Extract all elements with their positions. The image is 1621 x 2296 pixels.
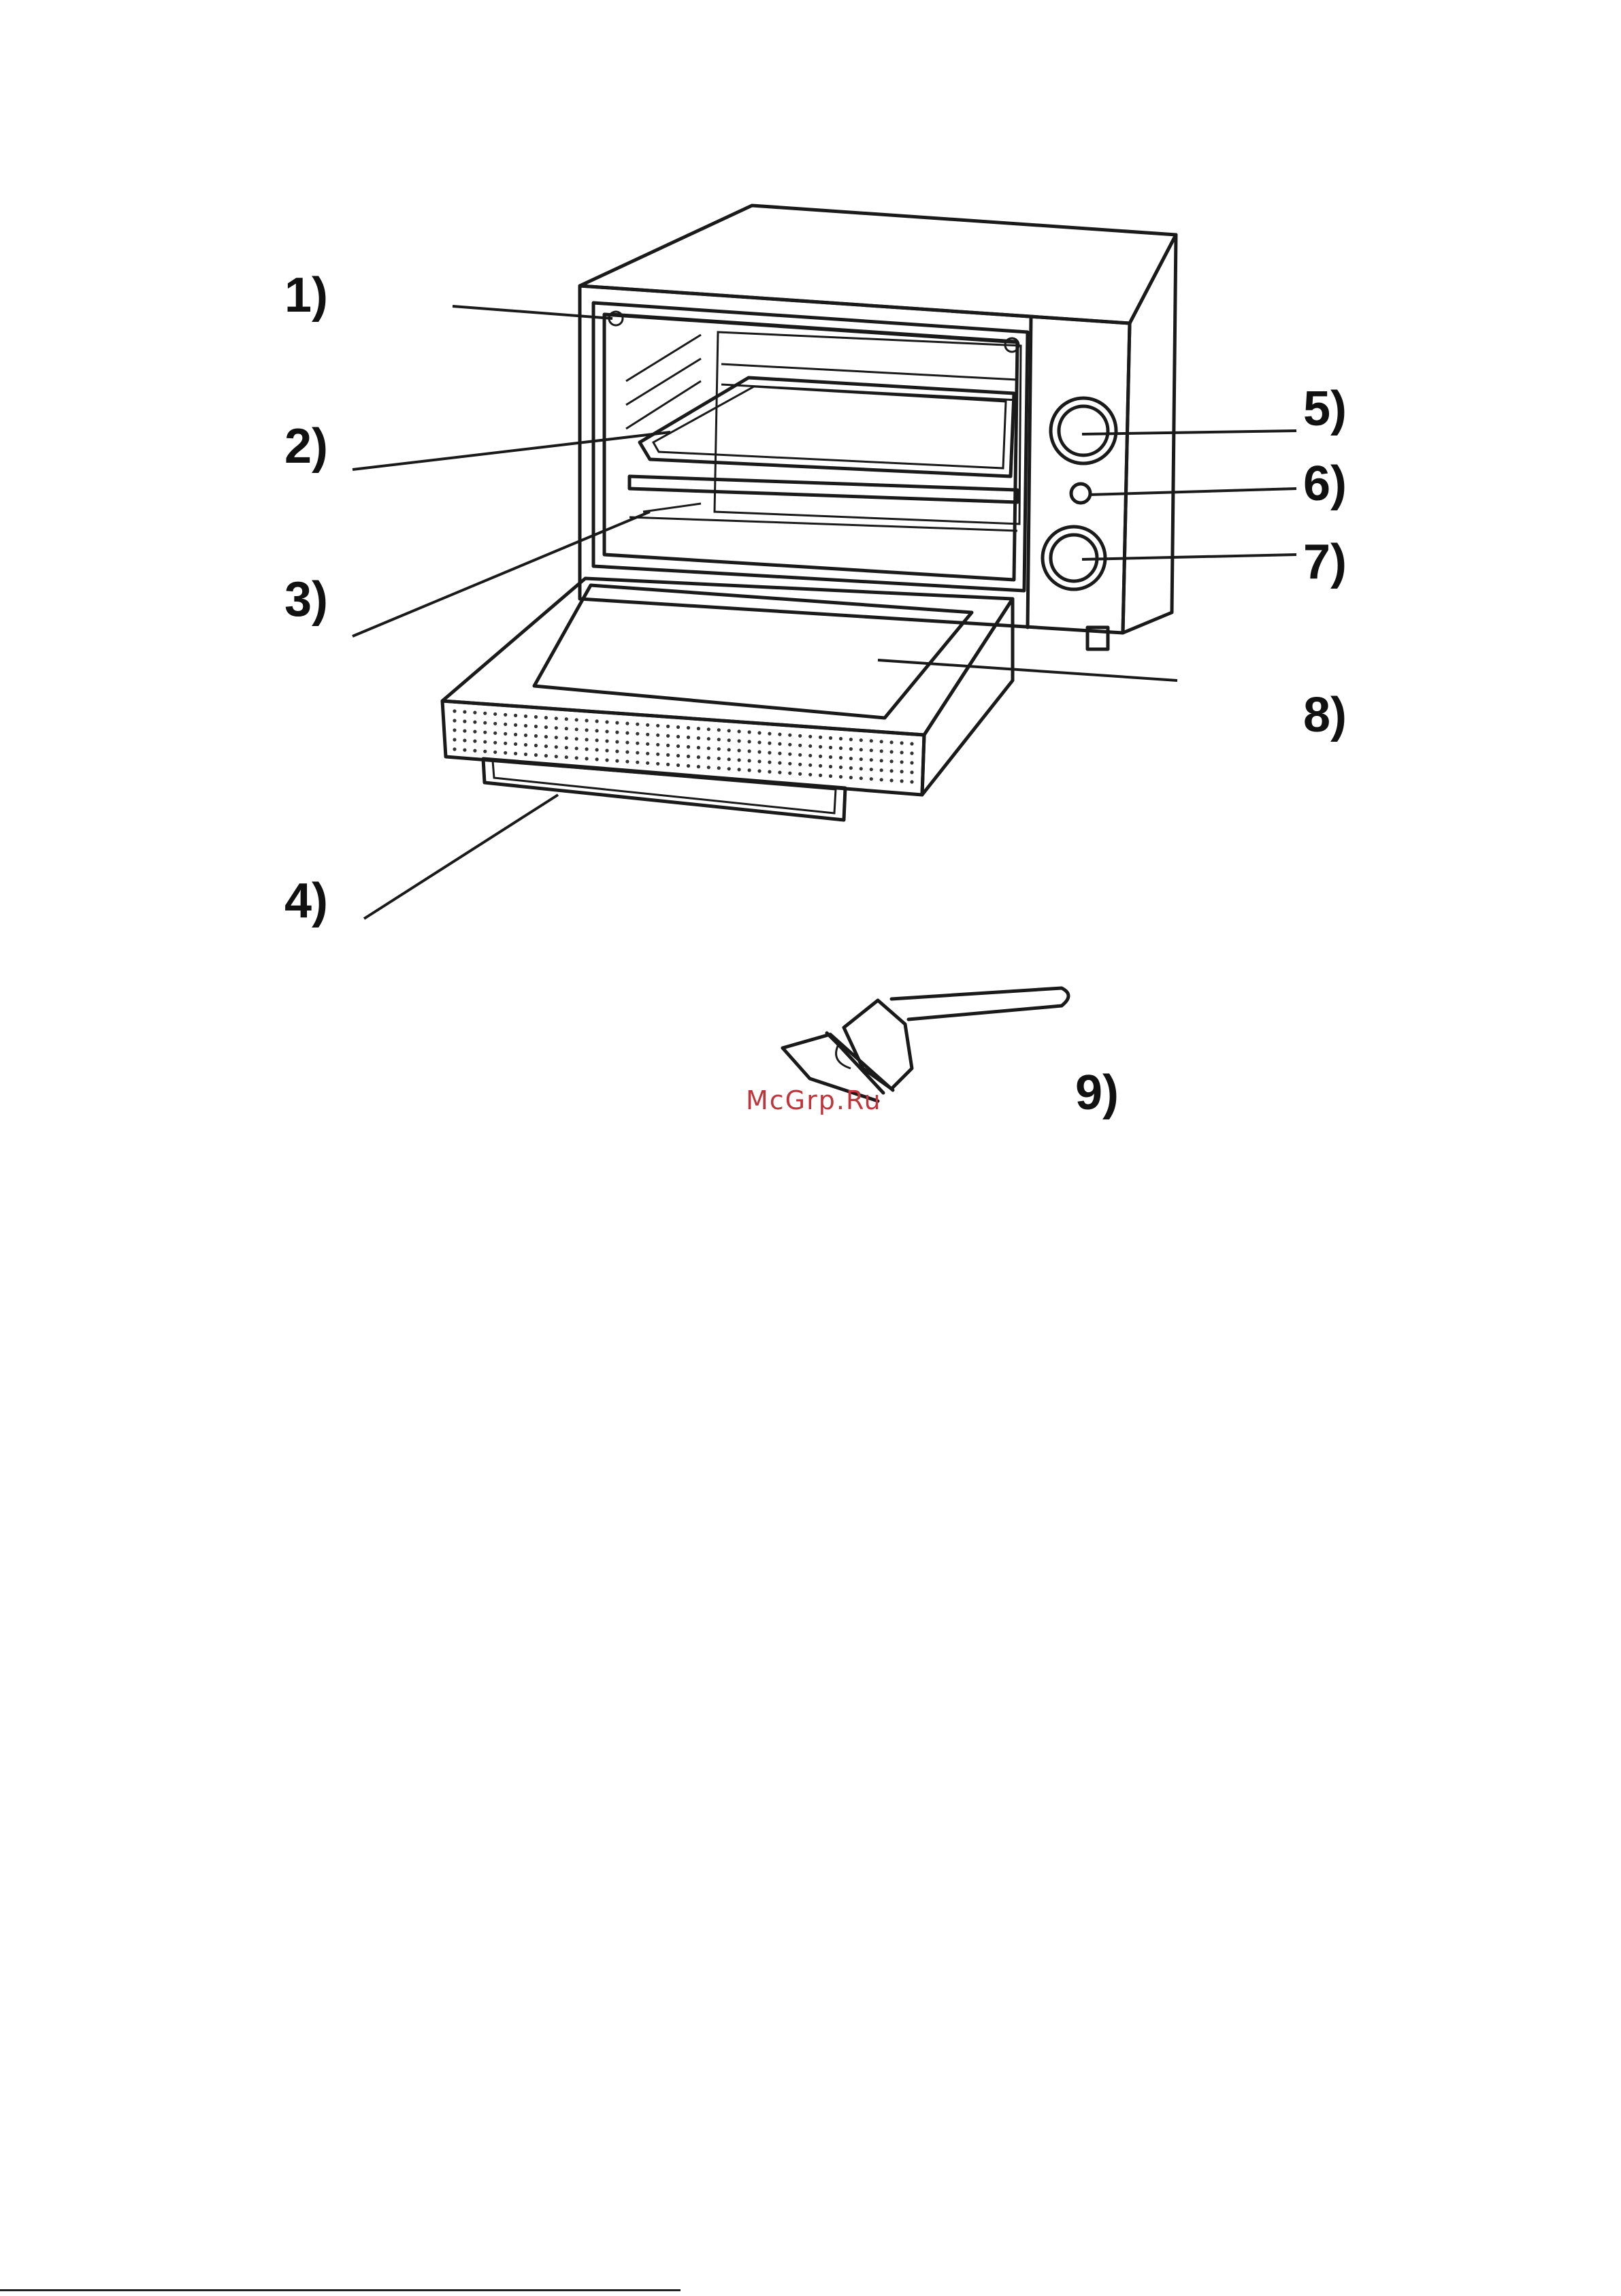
footer-rule — [0, 2289, 681, 2291]
callout-6: 6) — [1303, 459, 1347, 508]
rotisserie-handle — [783, 988, 1068, 1101]
watermark: McGrp.Ru — [746, 1085, 882, 1115]
callout-1: 1) — [284, 271, 328, 320]
callout-4: 4) — [284, 876, 328, 925]
door-perforation — [453, 709, 913, 783]
leader-lines — [353, 306, 1296, 919]
wire-rack — [629, 476, 1017, 531]
callout-3: 3) — [284, 575, 328, 624]
oven-cavity — [593, 303, 1028, 591]
oven-door — [442, 578, 1013, 820]
baking-tray — [640, 378, 1014, 476]
callout-7: 7) — [1303, 538, 1347, 587]
callout-9: 9) — [1075, 1068, 1119, 1117]
callout-8: 8) — [1303, 691, 1347, 740]
callout-2: 2) — [284, 422, 328, 471]
callout-5: 5) — [1303, 384, 1347, 433]
